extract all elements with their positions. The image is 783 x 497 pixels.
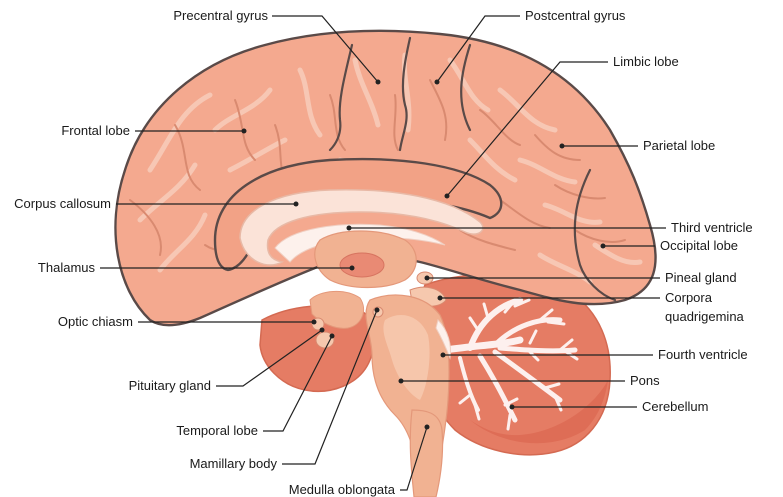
label-precentral-gyrus: Precentral gyrus bbox=[173, 8, 268, 23]
label-medulla-oblongata: Medulla oblongata bbox=[289, 482, 396, 497]
label-pituitary-gland: Pituitary gland bbox=[129, 378, 211, 393]
label-postcentral-gyrus: Postcentral gyrus bbox=[525, 8, 626, 23]
label-corpora: Corpora bbox=[665, 290, 713, 305]
label-parietal-lobe: Parietal lobe bbox=[643, 138, 715, 153]
label-pons: Pons bbox=[630, 373, 660, 388]
medulla-oblongata bbox=[410, 410, 442, 497]
label-limbic-lobe: Limbic lobe bbox=[613, 54, 679, 69]
label-optic-chiasm: Optic chiasm bbox=[58, 314, 133, 329]
label-third-ventricle: Third ventricle bbox=[671, 220, 753, 235]
label-corpus-callosum: Corpus callosum bbox=[14, 196, 111, 211]
label-fourth-ventricle: Fourth ventricle bbox=[658, 347, 748, 362]
label-thalamus: Thalamus bbox=[38, 260, 96, 275]
label-cerebellum: Cerebellum bbox=[642, 399, 708, 414]
label-quadrigemina: quadrigemina bbox=[665, 309, 745, 324]
label-temporal-lobe: Temporal lobe bbox=[176, 423, 258, 438]
thalamus bbox=[340, 253, 384, 277]
label-pineal-gland: Pineal gland bbox=[665, 270, 737, 285]
label-occipital-lobe: Occipital lobe bbox=[660, 238, 738, 253]
label-mamillary-body: Mamillary body bbox=[190, 456, 278, 471]
label-frontal-lobe: Frontal lobe bbox=[61, 123, 130, 138]
brainstem bbox=[310, 291, 451, 497]
